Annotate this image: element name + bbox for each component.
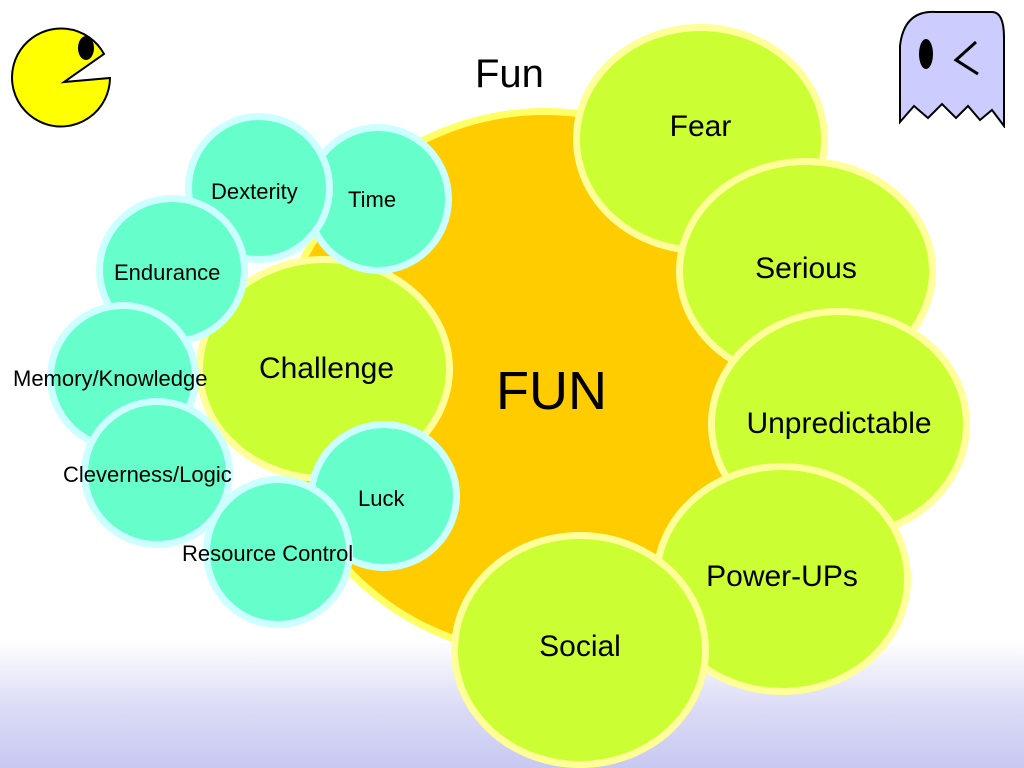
ghost-icon xyxy=(899,10,1005,128)
core-fun-label: FUN xyxy=(496,361,607,421)
page-title: Fun xyxy=(475,52,544,96)
resource-control-circle xyxy=(203,476,353,628)
fear-label: Fear xyxy=(669,110,732,143)
social-circle: Social xyxy=(451,532,709,768)
serious-label: Serious xyxy=(755,252,857,285)
dexterity-label: Dexterity xyxy=(211,179,298,204)
endurance-label: Endurance xyxy=(114,260,221,285)
cleverness-logic-label: Cleverness/Logic xyxy=(63,462,232,487)
memory-knowledge-label: Memory/Knowledge xyxy=(13,366,208,391)
power-ups-label: Power-UPs xyxy=(706,560,858,593)
unpredictable-label: Unpredictable xyxy=(746,407,932,440)
pacman-icon xyxy=(11,27,112,128)
challenge-label: Challenge xyxy=(258,352,395,385)
luck-label: Luck xyxy=(358,486,405,511)
time-label: Time xyxy=(348,187,397,212)
social-label: Social xyxy=(539,630,621,663)
resource-control-label: Resource Control xyxy=(182,541,354,566)
